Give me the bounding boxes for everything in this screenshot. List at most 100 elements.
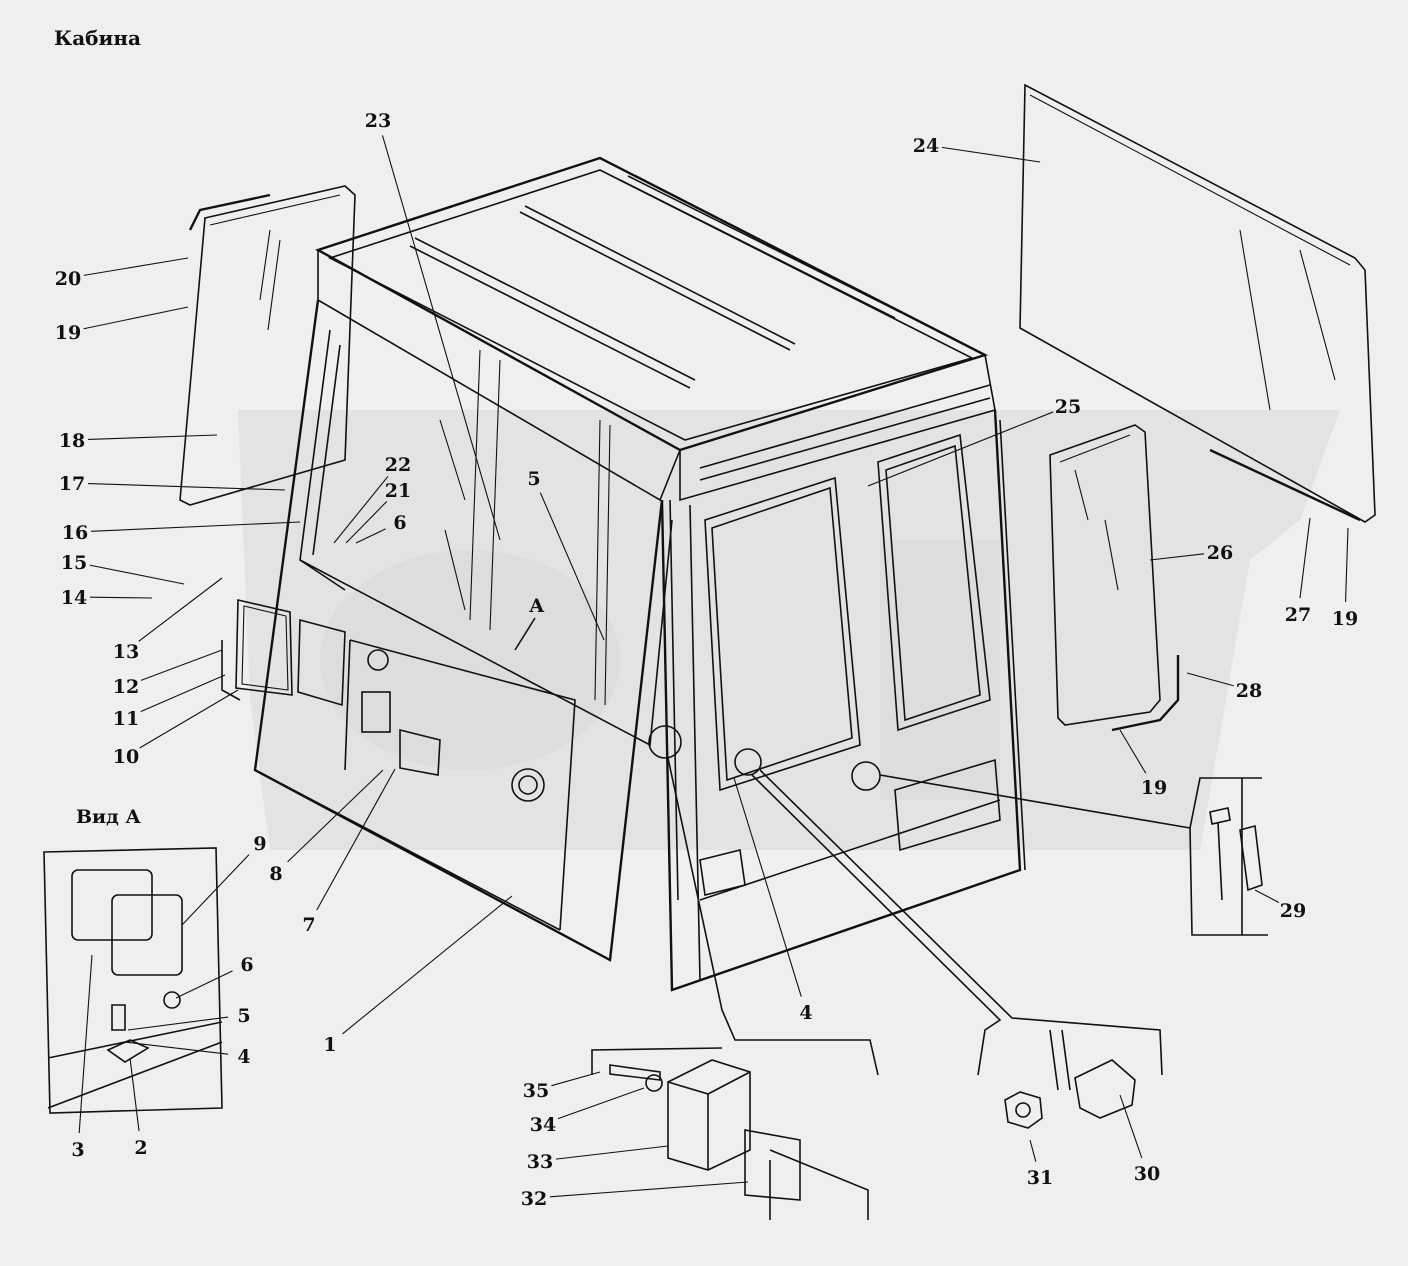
callout-number-3: 3 [71,1139,84,1161]
callout-number-28: 28 [1236,680,1262,702]
fitting-detail [1004,1029,1136,1129]
callout-35: 35 [523,1071,601,1102]
callout-leader-34 [557,1087,645,1120]
callout-leader-30 [1119,1094,1143,1159]
callout-number-35: 35 [523,1080,549,1102]
callout-8: 8 [269,769,384,885]
callout-number-31: 31 [1027,1167,1053,1189]
callout-leader-4 [733,777,802,997]
callout-number-8: 8 [269,863,282,885]
callout-leader-22 [333,476,389,544]
callout-leader-3 [78,954,93,1134]
callout-18: 18 [59,430,218,452]
callout-leader-24 [941,146,1041,163]
detail-leaders [591,725,1268,1076]
callout-number-22: 22 [385,454,411,476]
callout-number-32: 32 [521,1188,547,1210]
diagram-title: Кабина [54,26,141,50]
callout-leader-13 [138,577,223,642]
callout-leader-15 [89,564,185,585]
callout-19c: 19 [1119,729,1167,799]
callout-1: 1 [323,895,513,1056]
callout-13: 13 [113,577,223,663]
callout-16: 16 [62,521,301,544]
callout-leader-32 [549,1181,749,1198]
callout-number-15: 15 [61,552,87,574]
right-door-glass [1049,424,1180,732]
callout-7: 7 [302,768,396,936]
callout-leader-4b [123,1041,229,1055]
callout-leader-19b [1344,527,1349,603]
callout-2: 2 [129,1057,148,1159]
callout-leader-20 [83,257,189,276]
callout-6: 6 [355,512,407,544]
callout-15: 15 [61,552,185,585]
callout-24: 24 [913,135,1041,163]
callout-number-25: 25 [1055,396,1081,418]
callout-number-14: 14 [61,587,87,609]
callout-number-12: 12 [113,676,139,698]
callout-leader-35 [551,1071,601,1087]
view-a-inset [43,847,223,1114]
view-a-label: Вид А [76,806,141,828]
callout-27: 27 [1285,517,1311,626]
callout-11: 11 [113,674,226,730]
latch-detail [1209,778,1263,935]
callout-leader-11 [140,674,226,713]
callout-leader-6b [175,970,233,999]
callout-leader-27 [1299,517,1311,599]
callout-number-30: 30 [1134,1163,1160,1185]
callout-number-9: 9 [253,833,266,855]
callout-leader-31 [1029,1139,1037,1162]
callout-leader-2 [129,1057,140,1132]
callout-leader-28 [1186,672,1234,687]
callout-number-19: 19 [55,322,81,344]
callout-number-4b: 4 [237,1046,250,1068]
callout-28: 28 [1186,672,1262,702]
callout-number-16: 16 [62,522,88,544]
callout-number-18: 18 [59,430,85,452]
cabin-body [253,156,1026,992]
callout-34: 34 [530,1087,645,1136]
callout-number-17: 17 [59,473,85,495]
callout-31: 31 [1027,1139,1053,1189]
callout-19b: 19 [1332,527,1358,630]
callout-23: 23 [365,110,501,541]
callout-17: 17 [59,473,286,495]
callout-5: 5 [527,468,605,641]
callout-number-24: 24 [913,135,939,157]
watermark [238,410,1340,850]
callout-number-29: 29 [1280,900,1306,922]
callout-leader-21 [345,501,388,544]
callout-29: 29 [1254,889,1306,922]
callout-12: 12 [113,649,223,698]
callout-leader-5b [127,1016,229,1031]
callout-number-21: 21 [385,480,411,502]
callout-leader-17 [87,482,286,491]
callout-number-5: 5 [527,468,540,490]
callout-30: 30 [1119,1094,1160,1185]
callout-number-11: 11 [113,708,139,730]
callout-4b: 4 [123,1041,251,1068]
callout-20: 20 [55,257,189,290]
callout-number-19c: 19 [1141,777,1167,799]
callout-5b: 5 [127,1005,251,1031]
callout-leader-10 [139,689,239,749]
callout-leader-33 [555,1145,669,1160]
callout-leader-25 [867,411,1054,487]
callout-number-6b: 6 [240,954,253,976]
callout-number-23: 23 [365,110,391,132]
callout-leader-26 [1149,553,1205,561]
callout-6b: 6 [175,954,254,999]
callout-number-10: 10 [113,746,139,768]
callout-number-5b: 5 [237,1005,250,1027]
callout-leader-8 [287,769,384,863]
callout-leader-16 [90,521,301,532]
callout-33: 33 [527,1145,669,1173]
callout-19: 19 [55,306,189,344]
callout-26: 26 [1149,542,1233,564]
callout-number-1: 1 [323,1034,336,1056]
callout-4: 4 [733,777,813,1024]
